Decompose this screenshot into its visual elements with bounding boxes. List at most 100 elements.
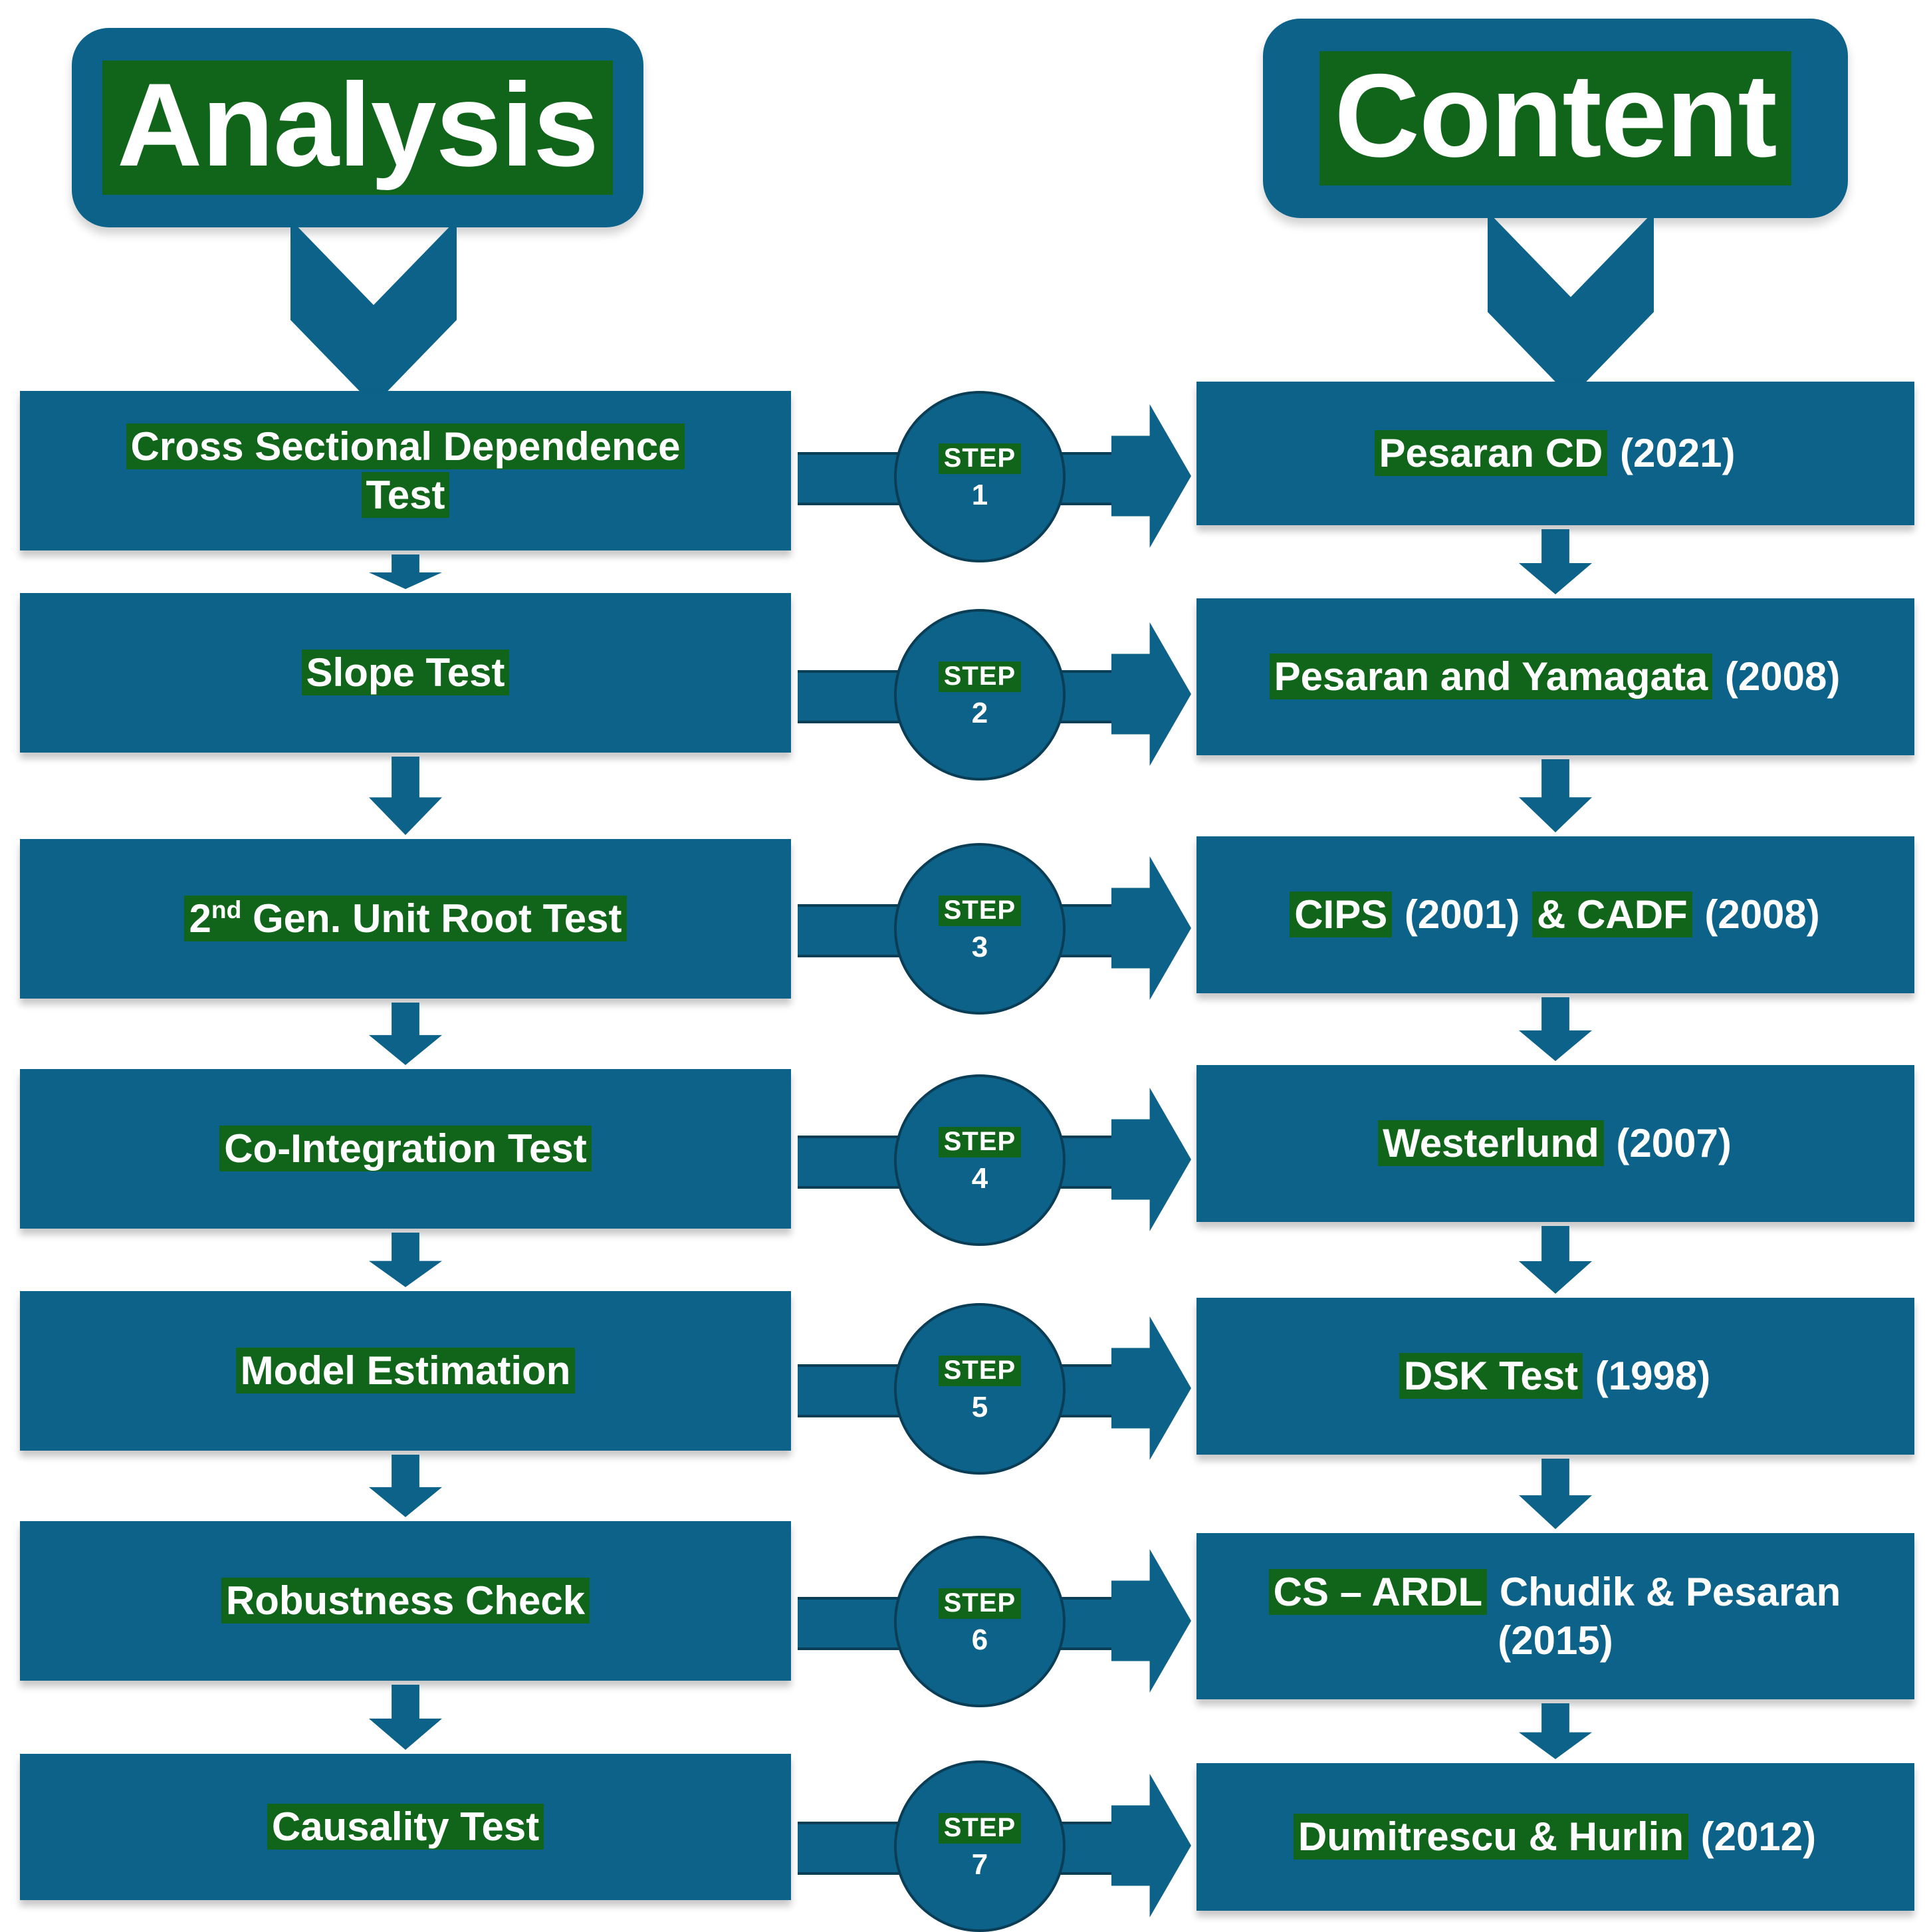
right-arrow-icon xyxy=(1111,404,1191,548)
step-word-label: STEP xyxy=(938,662,1022,692)
down-arrow-icon-analysis-4 xyxy=(369,1233,442,1287)
step-word-label: STEP xyxy=(938,1127,1022,1157)
highlighted-text: & CADF xyxy=(1532,892,1692,938)
down-arrow-icon-content-5 xyxy=(1519,1459,1592,1529)
content-box-2[interactable]: Pesaran and Yamagata (2008) xyxy=(1196,598,1914,755)
plain-text: (2001) xyxy=(1393,892,1532,937)
highlighted-text: Test xyxy=(361,472,450,518)
step-connector-3: STEP 3 xyxy=(798,843,1191,1015)
step-number: 7 xyxy=(971,1848,988,1881)
box-text-line: Robustness Check xyxy=(20,1576,791,1625)
box-text-line: CIPS (2001) & CADF (2008) xyxy=(1196,890,1914,939)
step-number: 1 xyxy=(971,479,988,511)
chevron-down-icon-analysis xyxy=(290,219,457,406)
step-number: 6 xyxy=(971,1624,988,1656)
plain-text: (2012) xyxy=(1689,1814,1817,1860)
down-arrow-icon-analysis-2 xyxy=(369,757,442,835)
header-analysis: Analysis xyxy=(72,28,643,227)
analysis-box-3[interactable]: 2nd Gen. Unit Root Test xyxy=(20,839,791,999)
content-box-4[interactable]: Westerlund (2007) xyxy=(1196,1065,1914,1222)
highlighted-text: Cross Sectional Dependence xyxy=(126,423,685,469)
content-box-6[interactable]: CS – ARDL Chudik & Pesaran(2015) xyxy=(1196,1533,1914,1699)
highlighted-text: CS – ARDL xyxy=(1268,1568,1488,1615)
box-text-line: CS – ARDL Chudik & Pesaran xyxy=(1196,1568,1914,1616)
step-badge-4[interactable]: STEP 4 xyxy=(894,1074,1066,1246)
highlighted-text: Co-Integration Test xyxy=(219,1126,592,1172)
right-arrow-icon xyxy=(1111,1088,1191,1231)
step-number: 4 xyxy=(971,1162,988,1195)
step-connector-5: STEP 5 xyxy=(798,1303,1191,1475)
box-text-line: Co-Integration Test xyxy=(20,1124,791,1173)
right-arrow-icon xyxy=(1111,1549,1191,1693)
box-text-line: Slope Test xyxy=(20,648,791,697)
down-arrow-icon-analysis-5 xyxy=(369,1455,442,1517)
box-text-line: Pesaran CD (2021) xyxy=(1196,429,1914,477)
plain-text: (2021) xyxy=(1609,431,1736,476)
step-word-label: STEP xyxy=(938,1356,1022,1386)
step-badge-1[interactable]: STEP 1 xyxy=(894,391,1066,562)
down-arrow-icon-content-3 xyxy=(1519,997,1592,1061)
step-badge-6[interactable]: STEP 6 xyxy=(894,1536,1066,1707)
highlighted-text: Dumitrescu & Hurlin xyxy=(1293,1814,1688,1860)
plain-text: (1998) xyxy=(1584,1354,1711,1399)
down-arrow-icon-content-6 xyxy=(1519,1703,1592,1759)
step-number: 5 xyxy=(971,1391,988,1423)
right-arrow-icon xyxy=(1111,856,1191,1000)
down-arrow-icon-analysis-1 xyxy=(369,554,442,589)
plain-text: (2007) xyxy=(1605,1121,1732,1166)
step-number: 3 xyxy=(971,931,988,963)
highlighted-text: Slope Test xyxy=(301,650,510,696)
right-arrow-icon xyxy=(1111,1316,1191,1460)
highlighted-text: Pesaran and Yamagata xyxy=(1269,654,1713,700)
box-text-line: Cross Sectional Dependence xyxy=(20,422,791,471)
plain-text: Chudik & Pesaran xyxy=(1488,1569,1841,1614)
box-text-line: Dumitrescu & Hurlin (2012) xyxy=(1196,1812,1914,1861)
step-badge-2[interactable]: STEP 2 xyxy=(894,609,1066,781)
step-badge-5[interactable]: STEP 5 xyxy=(894,1303,1066,1475)
step-connector-2: STEP 2 xyxy=(798,609,1191,781)
box-text-line: 2nd Gen. Unit Root Test xyxy=(20,894,791,943)
step-connector-4: STEP 4 xyxy=(798,1074,1191,1246)
down-arrow-icon-content-2 xyxy=(1519,759,1592,832)
step-badge-3[interactable]: STEP 3 xyxy=(894,843,1066,1015)
box-text-line: Causality Test xyxy=(20,1802,791,1851)
analysis-box-7[interactable]: Causality Test xyxy=(20,1754,791,1900)
right-arrow-icon xyxy=(1111,1774,1191,1917)
content-box-5[interactable]: DSK Test (1998) xyxy=(1196,1298,1914,1455)
plain-text: (2008) xyxy=(1714,654,1841,699)
down-arrow-icon-content-4 xyxy=(1519,1226,1592,1294)
box-text-line: Test xyxy=(20,471,791,519)
highlighted-text: DSK Test xyxy=(1399,1353,1583,1399)
analysis-box-4[interactable]: Co-Integration Test xyxy=(20,1069,791,1229)
highlighted-text: Model Estimation xyxy=(235,1348,576,1394)
step-connector-1: STEP 1 xyxy=(798,391,1191,562)
box-text-line: DSK Test (1998) xyxy=(1196,1352,1914,1400)
step-word-label: STEP xyxy=(938,443,1022,474)
step-connector-7: STEP 7 xyxy=(798,1760,1191,1932)
step-connector-6: STEP 6 xyxy=(798,1536,1191,1707)
analysis-box-2[interactable]: Slope Test xyxy=(20,593,791,753)
highlighted-text: 2nd Gen. Unit Root Test xyxy=(184,896,627,942)
step-word-label: STEP xyxy=(938,896,1022,926)
analysis-box-5[interactable]: Model Estimation xyxy=(20,1291,791,1451)
step-word-label: STEP xyxy=(938,1813,1022,1844)
box-text-line: Model Estimation xyxy=(20,1346,791,1395)
analysis-box-6[interactable]: Robustness Check xyxy=(20,1521,791,1681)
content-box-1[interactable]: Pesaran CD (2021) xyxy=(1196,382,1914,525)
highlighted-text: CIPS xyxy=(1290,892,1393,938)
chevron-down-icon-content xyxy=(1488,211,1654,398)
step-word-label: STEP xyxy=(938,1588,1022,1619)
plain-text: (2008) xyxy=(1693,892,1820,937)
down-arrow-icon-analysis-3 xyxy=(369,1003,442,1065)
step-number: 2 xyxy=(971,697,988,729)
header-content: Content xyxy=(1263,19,1848,218)
box-text-line: Pesaran and Yamagata (2008) xyxy=(1196,652,1914,701)
box-text-line: (2015) xyxy=(1196,1616,1914,1665)
step-badge-7[interactable]: STEP 7 xyxy=(894,1760,1066,1932)
content-box-3[interactable]: CIPS (2001) & CADF (2008) xyxy=(1196,836,1914,993)
content-box-7[interactable]: Dumitrescu & Hurlin (2012) xyxy=(1196,1763,1914,1911)
highlighted-text: Causality Test xyxy=(267,1804,544,1850)
highlighted-text: Robustness Check xyxy=(221,1578,590,1624)
